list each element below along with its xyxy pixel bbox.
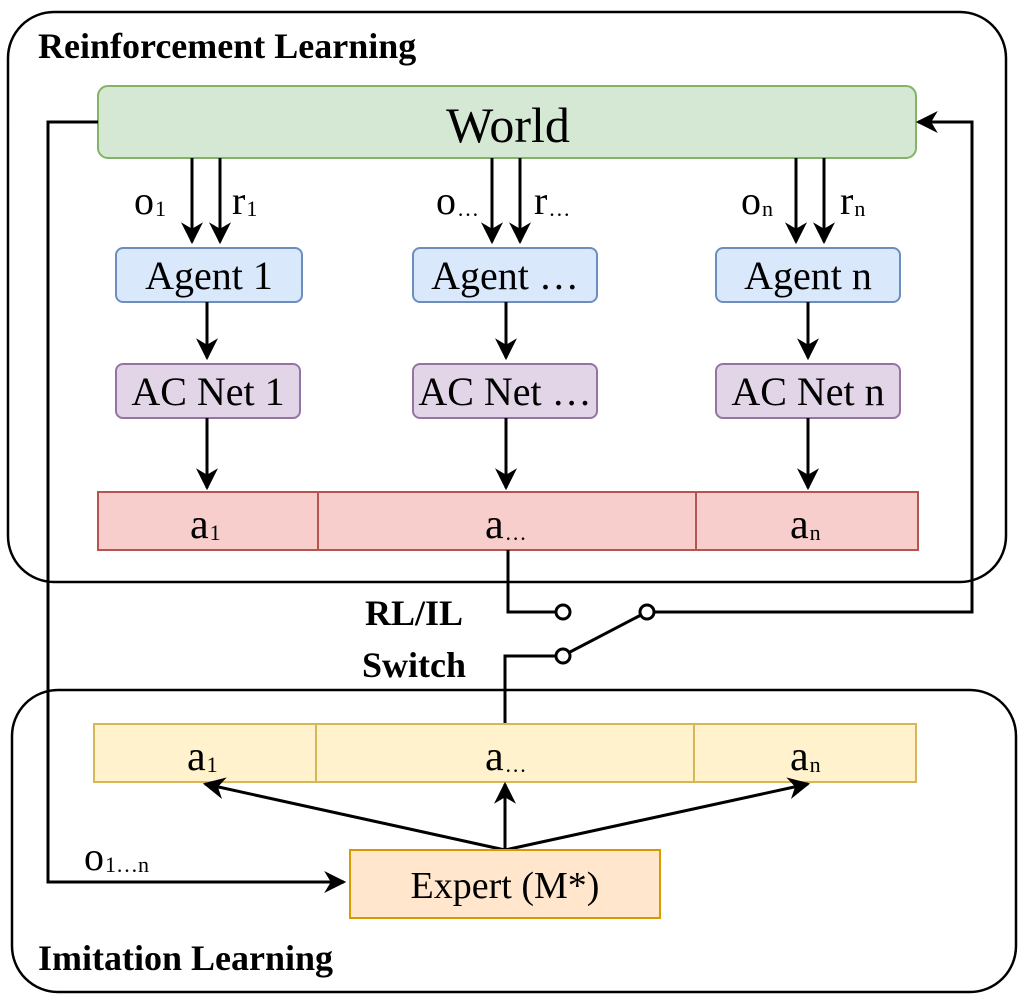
rl-action-label-2: a… [485,502,527,548]
il-action-label-1: a1 [187,734,218,780]
acnet-label-2: AC Net … [418,369,591,414]
switch-to-world-line [654,111,974,614]
il-action-label-3: an [790,734,821,780]
expert-label: Expert (M*) [411,865,600,907]
rew-label-2: r… [534,178,570,223]
expert-to-action-arrow-1 [202,777,506,852]
acnet-label-1: AC Net 1 [131,369,284,414]
switch-contact-il[interactable] [554,647,572,665]
switch-label-line2: Switch [362,645,466,685]
obs-label-3: on [741,178,773,223]
agent-label-2: Agent … [431,253,579,298]
switch-pivot[interactable] [638,603,656,621]
agent-label-3: Agent n [744,253,872,298]
switch-label-line1: RL/IL [365,593,463,633]
switch-lever[interactable] [569,613,642,654]
rl-title: Reinforcement Learning [38,26,416,66]
world-label: World [446,97,570,153]
il-action-label-2: a… [485,734,527,780]
agent-label-1: Agent 1 [145,253,273,298]
switch-contact-rl[interactable] [554,603,572,621]
il-action-cell-2 [315,723,695,783]
acnet-label-3: AC Net n [731,369,884,414]
rl-action-cell-3 [695,491,919,551]
expert-input-label: o1…n [84,834,149,879]
rl-action-cell-1 [97,491,319,551]
rl-action-label-3: an [790,502,821,548]
il-to-switch-line [503,654,556,724]
il-title: Imitation Learning [38,938,333,978]
agent-box-1[interactable] [115,247,303,303]
obs-label-2: o… [436,178,479,223]
expert-box[interactable] [349,849,661,919]
obs-label-1: o1 [134,178,166,223]
rl-to-switch-line [506,550,556,614]
il-region [10,688,1018,994]
rl-action-label-1: a1 [190,502,221,548]
il-action-cell-3 [693,723,917,783]
rew-label-3: rn [840,178,865,223]
rl-action-cell-2 [317,491,697,551]
world-to-expert-line [46,120,347,893]
rew-label-1: r1 [232,178,257,223]
expert-to-action-arrow-3 [504,777,811,852]
